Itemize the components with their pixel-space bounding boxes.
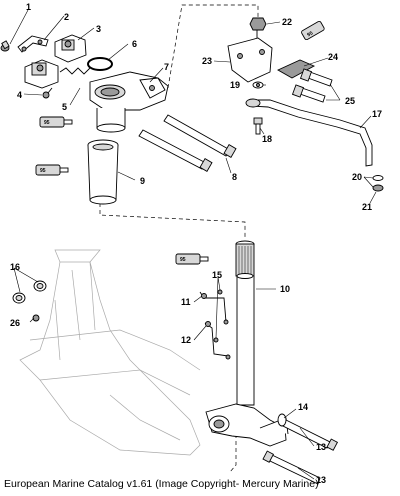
callout-8: 8 [232, 172, 237, 182]
part-24-plate [277, 59, 316, 79]
callout-9: 9 [140, 176, 145, 186]
callout-25: 25 [345, 96, 355, 106]
callout-19: 19 [230, 80, 240, 90]
callout-24: 24 [328, 52, 338, 62]
catalog-version: European Marine Catalog v1.61 [4, 478, 153, 490]
part-3-bracket [54, 34, 87, 63]
wave-spring [59, 67, 91, 75]
callout-1: 1 [26, 2, 31, 12]
part-17-link-rod [245, 98, 373, 167]
callout-3: 3 [96, 24, 101, 34]
callout-13-lower: 13 [316, 475, 326, 485]
callout-4: 4 [17, 90, 22, 100]
sealant-tube-4: 95 [301, 20, 325, 41]
steering-tube-base-swivel [205, 403, 289, 447]
callout-23: 23 [202, 56, 212, 66]
callout-2: 2 [64, 12, 69, 22]
part-26-screw [32, 314, 40, 322]
callout-leader-lines [9, 9, 377, 480]
part-9-sleeve [87, 139, 119, 205]
sealant-tube-2-label: 95 [40, 168, 46, 174]
sealant-tube-1: 95 [39, 116, 73, 128]
part-22-nut [249, 17, 267, 40]
callout-16: 16 [10, 262, 20, 272]
part-14-washer [277, 413, 287, 427]
callout-14: 14 [298, 402, 308, 412]
callout-22: 22 [282, 17, 292, 27]
image-copyright: (Image Copyright- Mercury Marine) [155, 478, 319, 490]
callout-6: 6 [132, 39, 137, 49]
part-6-o-ring [87, 57, 113, 71]
part-13-bolt-upper [278, 417, 339, 451]
part-25-bolts [291, 68, 333, 103]
callout-18: 18 [262, 134, 272, 144]
callout-15: 15 [212, 270, 222, 280]
callout-26: 26 [10, 318, 20, 328]
part-8-long-bolts [138, 114, 237, 172]
part-16-caps [12, 280, 47, 304]
part-7-steering-housing [89, 71, 169, 133]
drive-housing-ghost-outline [19, 249, 201, 456]
catalog-footer: European Marine Catalog v1.61 (Image Cop… [4, 478, 396, 490]
part-18-bolt [253, 117, 263, 135]
callout-17: 17 [372, 109, 382, 119]
sealant-tube-4-label: 95 [306, 30, 314, 38]
part-2-clip [17, 35, 49, 53]
part-10-steering-tube [235, 240, 255, 406]
callout-21: 21 [362, 202, 372, 212]
callout-7: 7 [164, 62, 169, 72]
callout-11: 11 [181, 297, 191, 307]
part-4-bolt [42, 87, 53, 99]
callout-20: 20 [352, 172, 362, 182]
sealant-tube-3-label: 95 [180, 257, 186, 263]
sealant-tube-3: 95 [175, 253, 209, 265]
sealant-tube-1-label: 95 [44, 120, 50, 126]
part-20-washer [372, 175, 384, 181]
part-21-nut [372, 184, 384, 192]
part-19-washer [252, 81, 264, 89]
callout-5: 5 [62, 102, 67, 112]
callout-13-upper: 13 [316, 442, 326, 452]
callout-12: 12 [181, 335, 191, 345]
part-11-grease-fitting [199, 291, 229, 325]
part-13-bolt-lower [262, 450, 321, 485]
part-23-bracket-plate [227, 37, 273, 83]
callout-numbers: 1 2 3 4 5 6 7 8 9 10 11 12 13 13 14 15 1… [10, 2, 382, 485]
part-5-block [24, 59, 59, 89]
part-1-screw [0, 40, 10, 52]
sealant-tube-2: 95 [35, 164, 69, 176]
callout-10: 10 [280, 284, 290, 294]
